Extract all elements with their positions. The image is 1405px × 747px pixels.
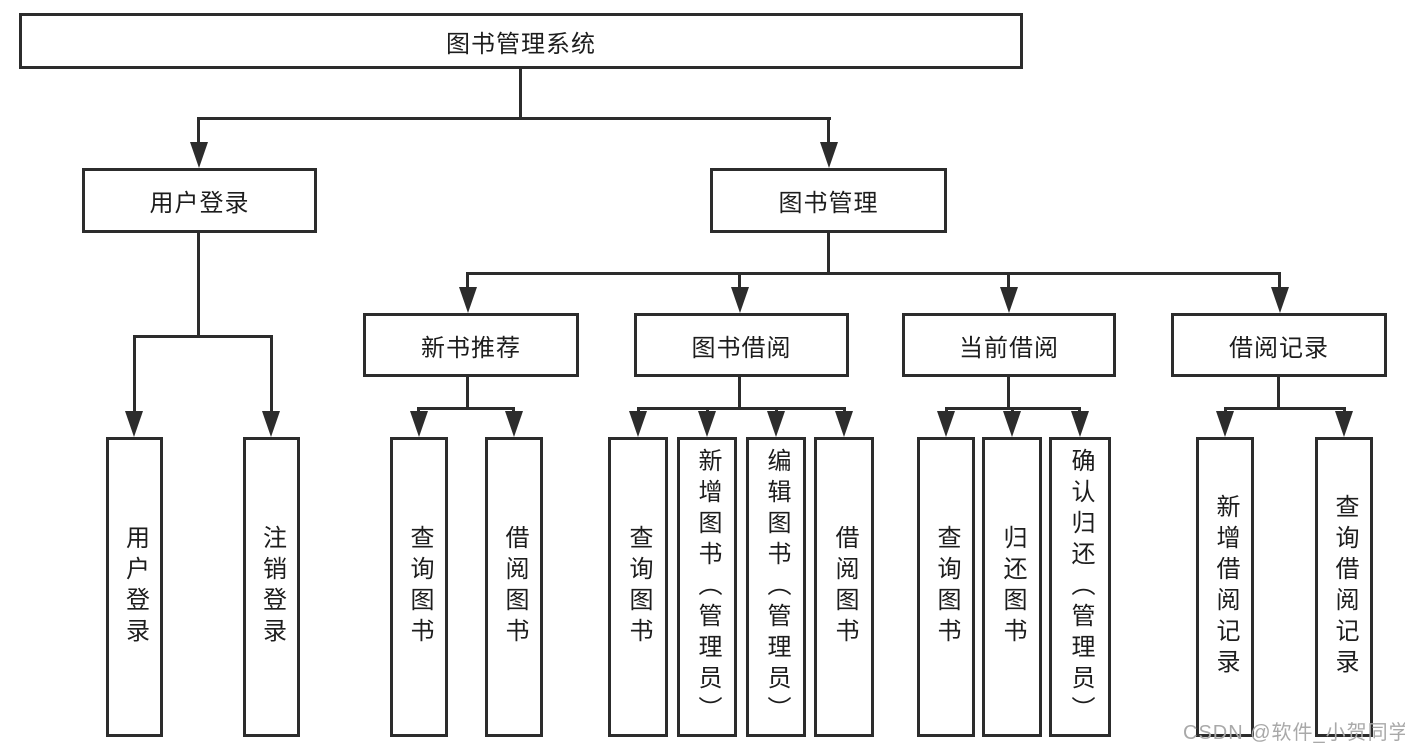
arrowhead-borrowing-records-icon	[1271, 287, 1289, 313]
edge-login-drop-2	[270, 335, 273, 413]
node-book-borrowing: 图书借阅	[634, 313, 849, 377]
arrowhead-query-books-recommend-icon	[410, 411, 428, 437]
edge-root-rail	[197, 117, 831, 120]
leaf-confirm-return-admin-label: 确认归还（管理员）	[1067, 447, 1094, 727]
arrowhead-current-borrowing-icon	[1000, 287, 1018, 313]
leaf-borrow-books-recommend: 借阅图书	[485, 437, 543, 737]
arrowhead-add-books-admin-icon	[698, 411, 716, 437]
arrowhead-query-books-current-icon	[937, 411, 955, 437]
leaf-edit-books-admin-label: 编辑图书（管理员）	[763, 447, 790, 727]
leaf-query-borrow-record-label: 查询借阅记录	[1331, 494, 1358, 680]
leaf-user-login: 用户登录	[106, 437, 163, 737]
node-book-management-branch: 图书管理	[710, 168, 947, 233]
edge-current-drop-2	[1011, 407, 1014, 413]
edge-borrowing-drop-2	[706, 407, 709, 413]
edge-recommend-drop-2	[512, 407, 515, 413]
leaf-query-books-current-label: 查询图书	[933, 525, 960, 649]
arrowhead-query-borrow-record-icon	[1335, 411, 1353, 437]
leaf-borrow-books: 借阅图书	[814, 437, 874, 737]
edge-root-drop-right	[827, 117, 830, 144]
edge-borrowing-drop-1	[637, 407, 640, 413]
arrowhead-return-books-icon	[1003, 411, 1021, 437]
arrowhead-borrow-books-icon	[835, 411, 853, 437]
edge-borrowing-drop-3	[775, 407, 778, 413]
arrowhead-borrow-books-recommend-icon	[505, 411, 523, 437]
leaf-query-borrow-record: 查询借阅记录	[1315, 437, 1373, 737]
arrowhead-edit-books-admin-icon	[767, 411, 785, 437]
arrowhead-query-books-borrowing-icon	[629, 411, 647, 437]
leaf-borrow-books-label: 借阅图书	[831, 525, 858, 649]
edge-mgmt-stem	[827, 233, 830, 272]
leaf-query-books-borrowing: 查询图书	[608, 437, 668, 737]
leaf-query-books-borrowing-label: 查询图书	[625, 525, 652, 649]
leaf-add-books-admin: 新增图书（管理员）	[677, 437, 737, 737]
edge-records-stem	[1277, 377, 1280, 407]
leaf-user-login-label: 用户登录	[121, 525, 149, 649]
leaf-return-books: 归还图书	[982, 437, 1042, 737]
edge-root-drop-left	[197, 117, 200, 144]
edge-current-drop-3	[1078, 407, 1081, 413]
edge-login-stem	[197, 233, 200, 335]
edge-borrowing-drop-4	[843, 407, 846, 413]
arrowhead-leaf-logout-icon	[262, 411, 280, 437]
leaf-query-books-current: 查询图书	[917, 437, 975, 737]
edge-root-stem	[519, 69, 522, 117]
leaf-logout-label: 注销登录	[258, 525, 286, 649]
edge-recommend-rail	[417, 407, 515, 410]
arrowhead-leaf-user-login-icon	[125, 411, 143, 437]
node-user-login-branch: 用户登录	[82, 168, 317, 233]
leaf-add-borrow-record: 新增借阅记录	[1196, 437, 1254, 737]
arrowhead-book-borrowing-icon	[731, 287, 749, 313]
arrowhead-confirm-return-icon	[1071, 411, 1089, 437]
edge-records-rail	[1224, 407, 1345, 410]
edge-current-drop-1	[945, 407, 948, 413]
edge-records-drop-2	[1343, 407, 1346, 413]
arrowhead-book-management-icon	[820, 142, 838, 168]
leaf-query-books-recommend: 查询图书	[390, 437, 448, 737]
edge-mgmt-drop-1	[466, 272, 469, 289]
node-current-borrowing: 当前借阅	[902, 313, 1116, 377]
edge-recommend-stem	[466, 377, 469, 407]
leaf-borrow-books-recommend-label: 借阅图书	[501, 525, 528, 649]
leaf-add-borrow-record-label: 新增借阅记录	[1212, 494, 1239, 680]
leaf-logout: 注销登录	[243, 437, 300, 737]
edge-mgmt-drop-4	[1278, 272, 1281, 289]
node-library-management-system: 图书管理系统	[19, 13, 1023, 69]
edge-mgmt-rail	[467, 272, 1281, 275]
leaf-add-books-admin-label: 新增图书（管理员）	[694, 447, 721, 727]
edge-login-rail	[133, 335, 273, 338]
edge-recommend-drop-1	[417, 407, 420, 413]
leaf-return-books-label: 归还图书	[999, 525, 1026, 649]
arrowhead-new-book-icon	[459, 287, 477, 313]
leaf-query-books-recommend-label: 查询图书	[406, 525, 433, 649]
csdn-watermark: CSDN @软件_小贺同学	[1183, 722, 1405, 744]
arrowhead-add-borrow-record-icon	[1216, 411, 1234, 437]
edge-mgmt-drop-2	[738, 272, 741, 289]
edge-borrowing-stem	[738, 377, 741, 407]
edge-login-drop-1	[133, 335, 136, 413]
node-new-book-recommendation: 新书推荐	[363, 313, 579, 377]
leaf-confirm-return-admin: 确认归还（管理员）	[1049, 437, 1111, 737]
arrowhead-user-login-icon	[190, 142, 208, 168]
edge-borrowing-rail	[637, 407, 845, 410]
edge-mgmt-drop-3	[1007, 272, 1010, 289]
leaf-edit-books-admin: 编辑图书（管理员）	[746, 437, 806, 737]
edge-records-drop-1	[1224, 407, 1227, 413]
edge-current-stem	[1007, 377, 1010, 407]
node-borrowing-records: 借阅记录	[1171, 313, 1387, 377]
